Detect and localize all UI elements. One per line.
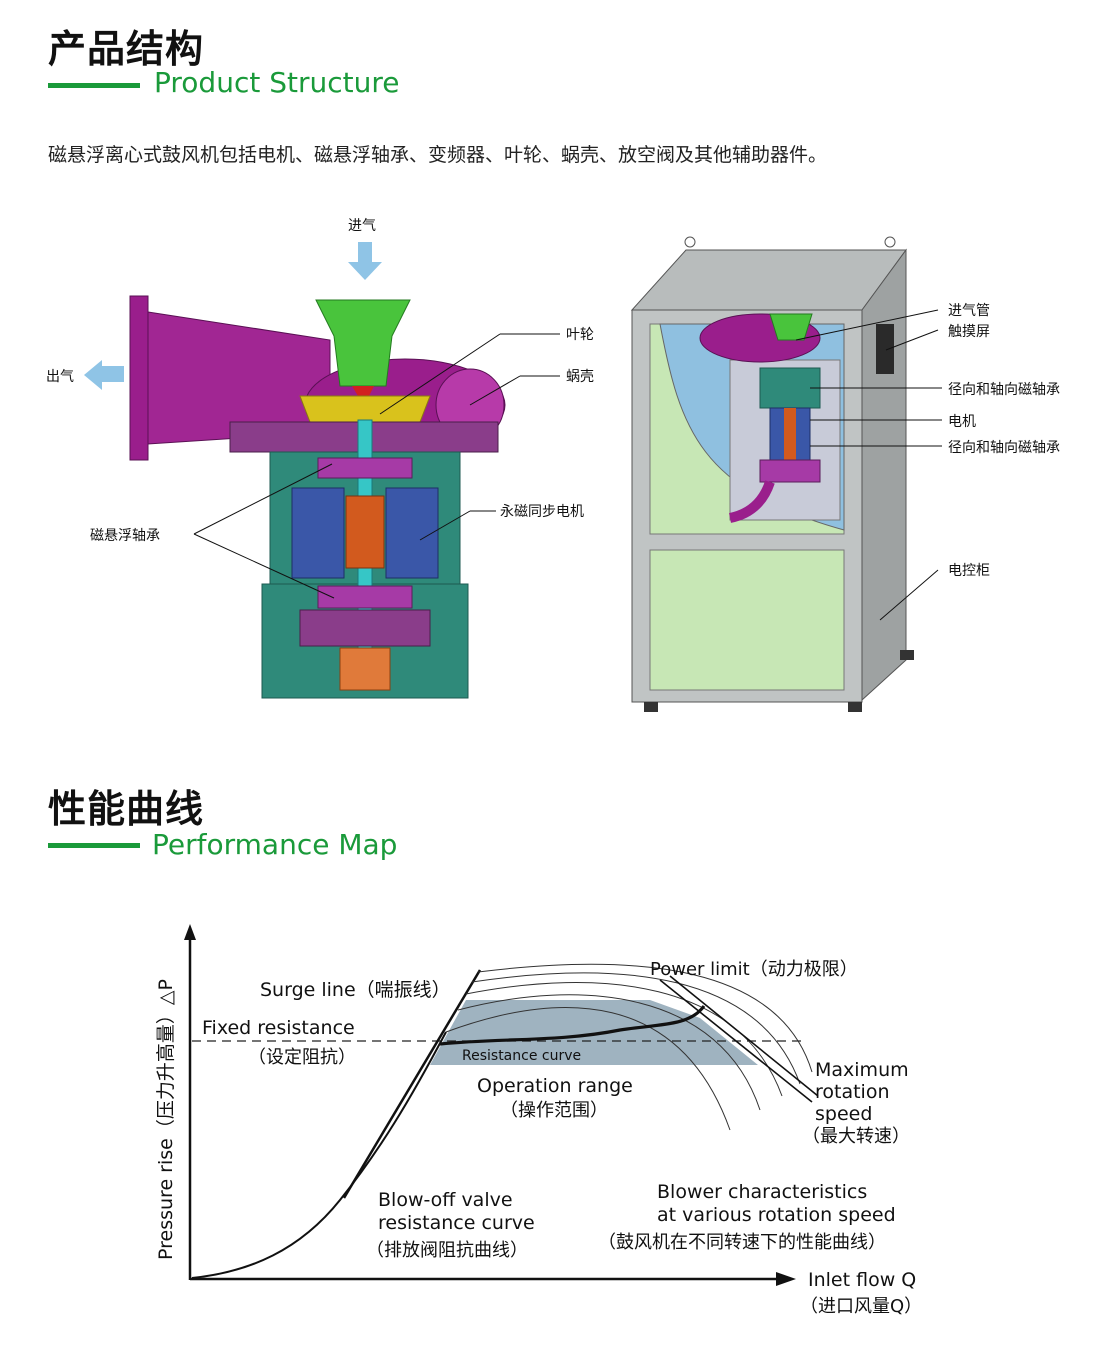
label-blower-zh: （鼓风机在不同转速下的性能曲线） <box>598 1232 886 1253</box>
label-surge-line: Surge line（喘振线） <box>260 979 451 1001</box>
label-operation-range-en: Operation range <box>477 1075 633 1097</box>
stator-right <box>385 487 439 579</box>
inlet-arrow-icon <box>358 242 372 264</box>
label-blowoff-1: Blow-off valve <box>378 1189 513 1211</box>
blowoff-curve <box>191 1031 447 1279</box>
coupling <box>339 647 391 691</box>
label-operation-range-zh: （操作范围） <box>500 1100 608 1121</box>
label-bearing-top: 径向和轴向磁轴承 <box>948 382 1060 398</box>
outlet-arrow-icon <box>100 366 124 382</box>
section-title-performance-en: Performance Map <box>152 828 398 861</box>
label-inlet: 进气 <box>348 218 376 234</box>
label-x-axis-zh: （进口风量Q） <box>800 1296 922 1317</box>
label-max-speed-2: rotation <box>815 1081 890 1103</box>
label-intake-pipe: 进气管 <box>948 303 990 319</box>
section-title-structure-zh: 产品结构 <box>48 27 205 71</box>
label-bearing: 磁悬浮轴承 <box>90 528 160 544</box>
label-touch-screen: 触摸屏 <box>948 324 990 340</box>
rotor <box>345 495 385 569</box>
label-fixed-resistance-zh: （设定阻抗） <box>248 1047 356 1068</box>
label-blowoff-zh: （排放阀阻抗曲线） <box>366 1240 528 1261</box>
label-max-speed-zh: （最大转速） <box>802 1126 910 1147</box>
label-max-speed-1: Maximum <box>815 1059 909 1081</box>
label-fixed-resistance-en: Fixed resistance <box>202 1017 355 1039</box>
label-max-speed-3: speed <box>815 1103 872 1125</box>
stator-left <box>291 487 345 579</box>
surge-line <box>342 969 482 1199</box>
intro-text: 磁悬浮离心式鼓风机包括电机、磁悬浮轴承、变频器、叶轮、蜗壳、放空阀及其他辅助器件… <box>48 144 828 166</box>
power-limit-line <box>659 979 813 1103</box>
outlet-flange <box>129 295 149 461</box>
section-accent-bar-2 <box>48 843 140 848</box>
label-motor-right: 电机 <box>948 414 976 430</box>
label-cabinet: 电控柜 <box>948 563 990 579</box>
label-bearing-bottom: 径向和轴向磁轴承 <box>948 440 1060 456</box>
label-impeller: 叶轮 <box>566 327 594 343</box>
cabinet-lower-panel <box>649 549 845 691</box>
label-volute: 蜗壳 <box>566 368 594 385</box>
blower-cutaway-diagram: 进气 出气 叶轮 蜗壳 永磁同步电机 磁悬浮轴承 <box>46 218 594 699</box>
blower-cabinet-diagram: 进气管 触摸屏 径向和轴向磁轴承 电机 径向和轴向磁轴承 电控柜 <box>630 236 1060 712</box>
label-power-limit: Power limit（动力极限） <box>650 959 858 980</box>
inlet-cone <box>315 299 411 387</box>
label-blower-1: Blower characteristics <box>657 1181 867 1203</box>
section-accent-bar <box>48 83 140 88</box>
bearing-top <box>317 457 413 479</box>
label-outlet: 出气 <box>46 369 74 385</box>
label-motor: 永磁同步电机 <box>500 504 584 520</box>
label-blowoff-2: resistance curve <box>378 1212 535 1234</box>
section-title-performance-zh: 性能曲线 <box>48 787 205 831</box>
bearing-bottom <box>317 585 413 609</box>
label-x-axis-en: Inlet flow Q <box>808 1269 916 1291</box>
label-blower-2: at various rotation speed <box>657 1204 896 1226</box>
label-y-axis: Pressure rise（压力升高量）△P <box>155 979 177 1260</box>
performance-map: Surge line（喘振线） Fixed resistance （设定阻抗） … <box>155 924 922 1317</box>
label-resistance-curve: Resistance curve <box>462 1048 581 1064</box>
section-title-structure-en: Product Structure <box>154 66 400 99</box>
resistance-curve <box>439 1005 706 1046</box>
touch-screen <box>876 324 894 374</box>
